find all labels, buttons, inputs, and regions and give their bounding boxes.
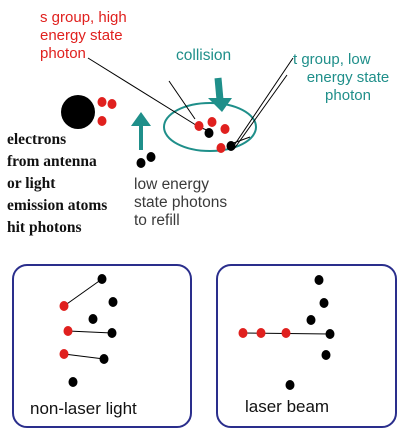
low-energy-label: low energy state photons to refill: [134, 176, 227, 230]
nucleus: [61, 95, 95, 129]
electrons-line-4: emission atoms: [7, 197, 108, 214]
emitted-electrons: [97, 97, 117, 126]
t-group-line-3: photon: [325, 87, 371, 104]
panel-laser: [216, 264, 397, 428]
electrons-label: electrons from antenna or light emission…: [7, 129, 107, 239]
electrons-line-5: hit photons: [7, 219, 82, 236]
low-energy-line-3: to refill: [134, 212, 180, 229]
s-group-label: s group, high energy state photon: [40, 9, 127, 63]
t-group-line-1: t group, low: [293, 51, 371, 68]
electrons-line-2: from antenna: [7, 153, 97, 170]
laser-photons: [238, 275, 335, 390]
low-energy-line-2: state photons: [134, 194, 228, 211]
electrons-line-3: or light: [7, 175, 56, 192]
non-laser-label: non-laser light: [30, 399, 137, 418]
collision-ellipse: [163, 102, 257, 152]
s-group-line-1: s group, high: [40, 9, 127, 26]
t-group-line-2: energy state: [306, 69, 390, 86]
electrons-line-1: electrons: [7, 131, 67, 148]
s-group-line-3: photon: [40, 45, 86, 62]
collision-photons: [194, 117, 236, 153]
laser-beam-label: laser beam: [245, 397, 330, 416]
collision-arrow: [208, 77, 232, 112]
low-energy-line-1: low energy: [134, 176, 209, 193]
non-laser-photons: [59, 274, 118, 387]
collision-label: collision: [176, 47, 232, 64]
t-group-label: t group, low energy state photon: [293, 51, 403, 105]
pointer-lines: [87, 57, 294, 150]
refill-arrow: [131, 112, 151, 150]
low-energy-photons: [136, 152, 156, 168]
panel-non-laser: [12, 264, 192, 428]
s-group-line-2: energy state: [40, 27, 123, 44]
